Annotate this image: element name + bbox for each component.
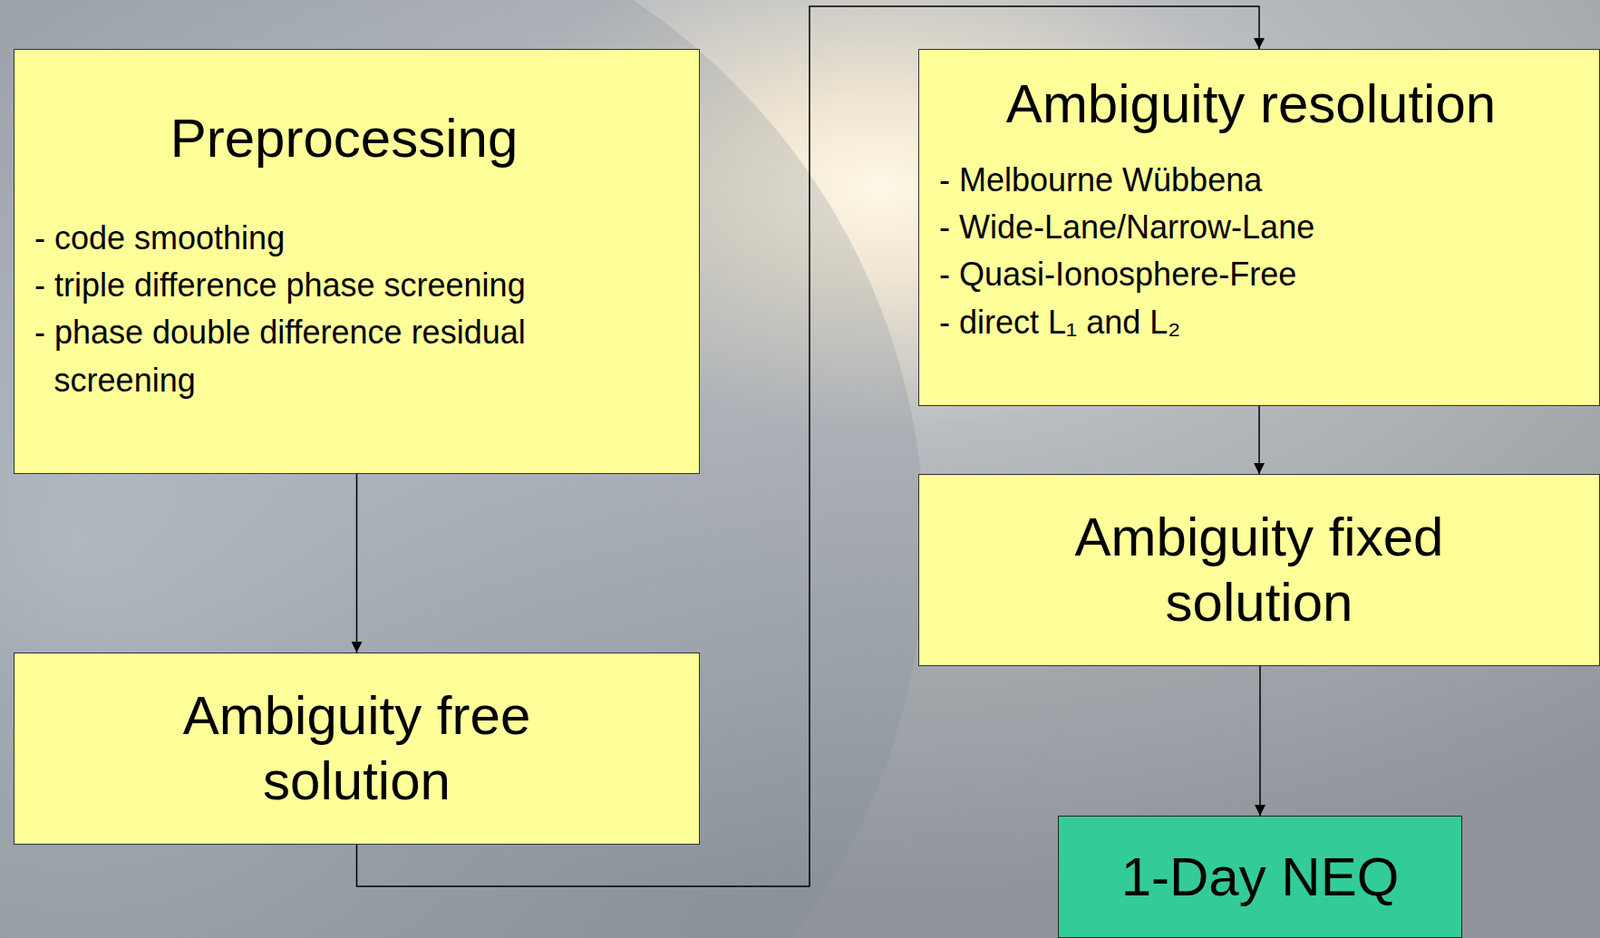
process-box: Preprocessing - code smoothing- triple di… bbox=[13, 48, 700, 475]
list-item: - phase double difference residual scree… bbox=[34, 309, 654, 404]
list-item: - Wide-Lane/Narrow-Lane bbox=[939, 203, 1563, 252]
box-title: Ambiguity fixed solution bbox=[1023, 504, 1495, 636]
box-title: Preprocessing bbox=[34, 106, 654, 172]
flow-arrow bbox=[1258, 406, 1261, 475]
flow-arrow bbox=[1259, 666, 1261, 816]
list-item: - Quasi-Ionosphere-Free bbox=[939, 251, 1563, 299]
box-title: Ambiguity resolution bbox=[939, 71, 1563, 137]
process-box: Ambiguity resolution- Melbourne Wübbena-… bbox=[918, 48, 1600, 407]
process-box: Ambiguity fixed solution bbox=[918, 474, 1600, 667]
process-box: Ambiguity free solution bbox=[13, 652, 700, 845]
list-item: - triple difference phase screening bbox=[34, 261, 654, 310]
list-item: - Melbourne Wübbena bbox=[939, 156, 1563, 204]
list-item: - code smoothing bbox=[34, 214, 654, 262]
box-title: 1-Day NEQ bbox=[1121, 844, 1400, 911]
list-item: - direct L₁ and L₂ bbox=[939, 299, 1563, 347]
flow-arrow bbox=[356, 474, 359, 653]
output-box: 1-Day NEQ bbox=[1057, 815, 1463, 938]
box-title: Ambiguity free solution bbox=[139, 683, 575, 815]
